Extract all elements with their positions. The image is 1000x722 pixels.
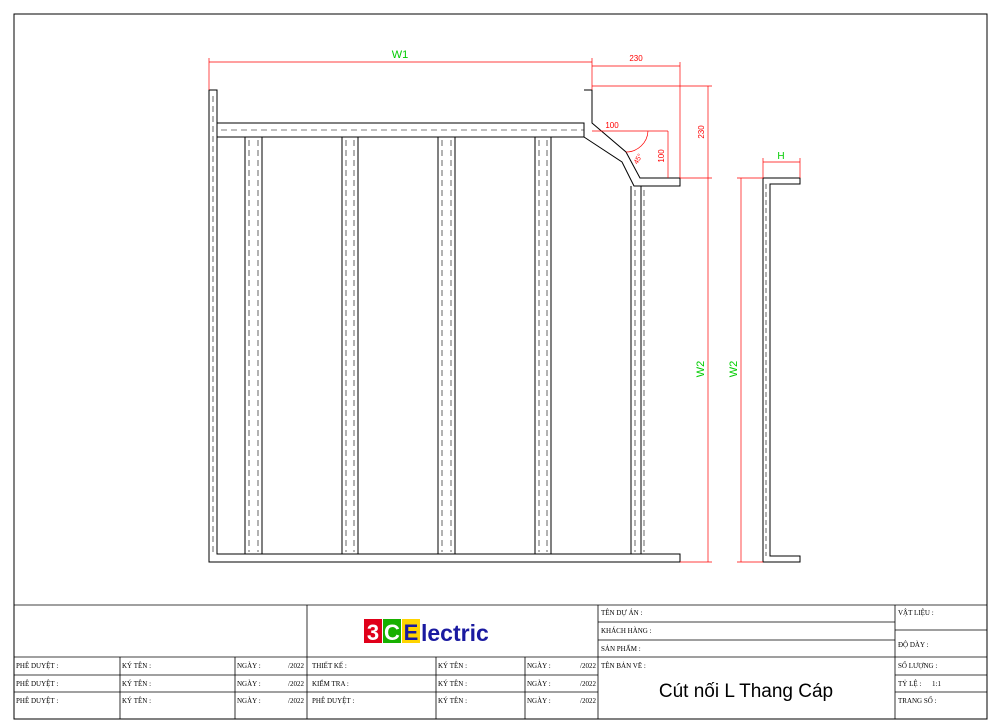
approval-date-1: NGÀY : — [237, 662, 261, 670]
design-date-1: NGÀY : — [527, 662, 551, 670]
approval-sign-2: KÝ TÊN : — [122, 680, 151, 688]
project-label: TÊN DỰ ÁN : — [601, 609, 642, 617]
design-year-1: /2022 — [580, 662, 596, 670]
design-date-2: NGÀY : — [527, 680, 551, 688]
logo-3celectric: 3 C E lectric — [364, 619, 489, 646]
svg-text:3: 3 — [367, 620, 379, 645]
design-sign-2: KÝ TÊN : — [438, 680, 467, 688]
dim-100-h: 100 — [605, 121, 619, 130]
approval-year-2: /2022 — [288, 680, 304, 688]
dim-230-top: 230 — [629, 54, 643, 63]
dim-h: H — [777, 151, 784, 162]
svg-text:lectric: lectric — [421, 620, 489, 646]
dimension-lines — [208, 58, 801, 563]
approval-sign-1: KÝ TÊN : — [122, 662, 151, 670]
dim-230-right: 230 — [697, 125, 706, 139]
design-year-2: /2022 — [580, 680, 596, 688]
design-sign-1: KÝ TÊN : — [438, 662, 467, 670]
svg-text:E: E — [404, 620, 419, 645]
approval-role-1: PHÊ DUYỆT : — [16, 662, 58, 670]
design-year-3: /2022 — [580, 697, 596, 705]
dim-w1: W1 — [392, 49, 409, 61]
approval-year-3: /2022 — [288, 697, 304, 705]
approval-role-3: PHÊ DUYỆT : — [16, 697, 58, 705]
page-label: TRANG SỐ : — [898, 697, 937, 705]
approval-sign-3: KÝ TÊN : — [122, 697, 151, 705]
sheet-border — [13, 13, 988, 720]
customer-label: KHÁCH HÀNG : — [601, 627, 652, 635]
approval-date-3: NGÀY : — [237, 697, 261, 705]
logo-3-box — [364, 619, 382, 643]
elbow-top-view — [208, 89, 681, 563]
quantity-label: SỐ LƯỢNG : — [898, 662, 937, 670]
approval-date-2: NGÀY : — [237, 680, 261, 688]
logo-c-box — [383, 619, 401, 643]
scale-label: TỶ LỆ : — [898, 680, 921, 688]
design-date-3: NGÀY : — [527, 697, 551, 705]
drawing-name: Cút nối L Thang Cáp — [659, 681, 833, 702]
title-block — [14, 604, 987, 719]
scale-value: 1:1 — [932, 680, 941, 688]
dim-w2-side: W2 — [728, 361, 740, 378]
material-label: VẬT LIỆU : — [898, 609, 934, 617]
logo-e-box — [402, 619, 420, 643]
dim-100-v: 100 — [657, 149, 666, 163]
approval-role-2: PHÊ DUYỆT : — [16, 680, 58, 688]
drawing-name-label: TÊN BẢN VẼ : — [601, 662, 646, 670]
svg-text:C: C — [384, 620, 400, 645]
design-role-2: KIỂM TRA : — [312, 680, 349, 688]
channel-side-view — [762, 177, 801, 563]
approval-year-1: /2022 — [288, 662, 304, 670]
hidden-lines — [212, 96, 645, 556]
product-label: SẢN PHẨM : — [601, 645, 641, 653]
design-role-1: THIẾT KẾ : — [312, 662, 347, 670]
design-sign-3: KÝ TÊN : — [438, 697, 467, 705]
dim-w2-main: W2 — [695, 361, 707, 378]
thickness-label: ĐỘ DÀY : — [898, 641, 929, 649]
design-role-3: PHÊ DUYỆT : — [312, 697, 354, 705]
